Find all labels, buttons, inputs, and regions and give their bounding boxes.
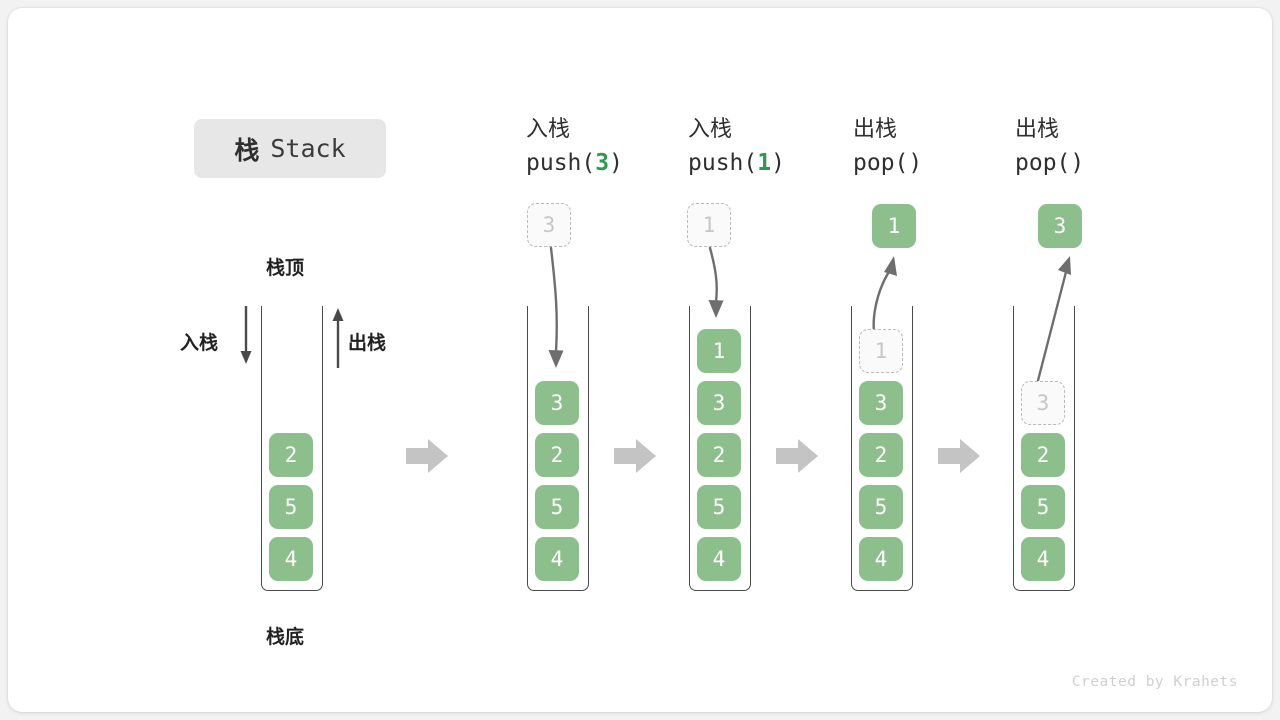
stack-cell: 2 — [697, 433, 741, 477]
push-curve-arrow-icon — [708, 246, 724, 318]
stack-cell-ghost: 3 — [1021, 381, 1065, 425]
column-head-label-cn: 入栈 — [688, 116, 733, 141]
stack-cell: 4 — [1021, 537, 1065, 581]
column-head-push-1: 入栈 push(1) — [688, 112, 888, 180]
stack-cell: 5 — [697, 485, 741, 529]
stack-cell: 5 — [269, 485, 313, 529]
column-head-pop-3: 出栈 pop() — [1015, 112, 1215, 180]
stack-container-push-1 — [689, 306, 751, 591]
push-direction-arrow-icon — [240, 306, 252, 364]
column-head-label-cn: 入栈 — [526, 116, 571, 141]
stack-cell: 2 — [1021, 433, 1065, 477]
transition-arrow-icon — [406, 439, 448, 473]
code-prefix: push( — [688, 150, 758, 176]
footer-credit: Created by Krahets — [1071, 674, 1238, 690]
column-head-label-cn: 出栈 — [853, 116, 898, 141]
code-prefix: push( — [526, 150, 596, 176]
push-curve-arrow-icon — [548, 246, 564, 368]
stack-cell: 3 — [535, 381, 579, 425]
code-prefix: pop( — [853, 150, 909, 176]
code-suffix: ) — [1070, 150, 1085, 176]
stack-cell: 2 — [269, 433, 313, 477]
stack-cell: 1 — [697, 329, 741, 373]
code-suffix: ) — [609, 150, 623, 176]
stack-cell: 4 — [269, 537, 313, 581]
stack-cell: 4 — [859, 537, 903, 581]
stack-cell: 3 — [859, 381, 903, 425]
stack-cell: 4 — [697, 537, 741, 581]
stack-cell: 4 — [535, 537, 579, 581]
code-argument: 1 — [757, 150, 772, 176]
transition-arrow-icon — [776, 439, 818, 473]
diagram-title-badge: 栈 Stack — [194, 119, 386, 178]
title-en: Stack — [270, 134, 346, 163]
floating-cell-push-1: 1 — [687, 203, 731, 247]
column-head-push-3: 入栈 push(3) — [526, 112, 726, 180]
pop-direction-label: 出栈 — [348, 333, 387, 354]
column-head-label-cn: 出栈 — [1015, 116, 1060, 141]
code-prefix: pop( — [1015, 150, 1071, 176]
stack-container-push-3 — [527, 306, 589, 591]
column-head-code: push(3) — [526, 146, 726, 180]
stack-top-label: 栈顶 — [266, 258, 305, 279]
stack-container-pop-1 — [851, 306, 913, 591]
stack-cell: 5 — [535, 485, 579, 529]
stack-cell: 5 — [859, 485, 903, 529]
pop-direction-arrow-icon — [332, 308, 344, 368]
stack-container-initial — [261, 306, 323, 591]
transition-arrow-icon — [614, 439, 656, 473]
stack-cell-ghost: 1 — [859, 329, 903, 373]
stack-cell: 2 — [859, 433, 903, 477]
code-argument: 3 — [595, 150, 610, 176]
push-direction-label: 入栈 — [180, 333, 219, 354]
column-head-code: pop() — [853, 146, 1053, 180]
stack-cell: 5 — [1021, 485, 1065, 529]
title-cn: 栈 — [234, 136, 260, 165]
diagram-card: 栈 Stack 入栈 push(3) 入栈 push(1) 出栈 pop() 出… — [8, 8, 1272, 712]
stack-cell: 3 — [697, 381, 741, 425]
floating-cell-push-3: 3 — [527, 203, 571, 247]
column-head-code: push(1) — [688, 146, 888, 180]
stack-cell: 2 — [535, 433, 579, 477]
column-head-code: pop() — [1015, 146, 1215, 180]
stack-container-pop-3 — [1013, 306, 1075, 591]
code-suffix: ) — [771, 150, 785, 176]
column-head-pop-1: 出栈 pop() — [853, 112, 1053, 180]
stack-bottom-label: 栈底 — [266, 627, 305, 648]
transition-arrow-icon — [938, 439, 980, 473]
floating-cell-pop-1: 1 — [872, 204, 916, 248]
code-suffix: ) — [908, 150, 923, 176]
floating-cell-pop-3: 3 — [1038, 204, 1082, 248]
